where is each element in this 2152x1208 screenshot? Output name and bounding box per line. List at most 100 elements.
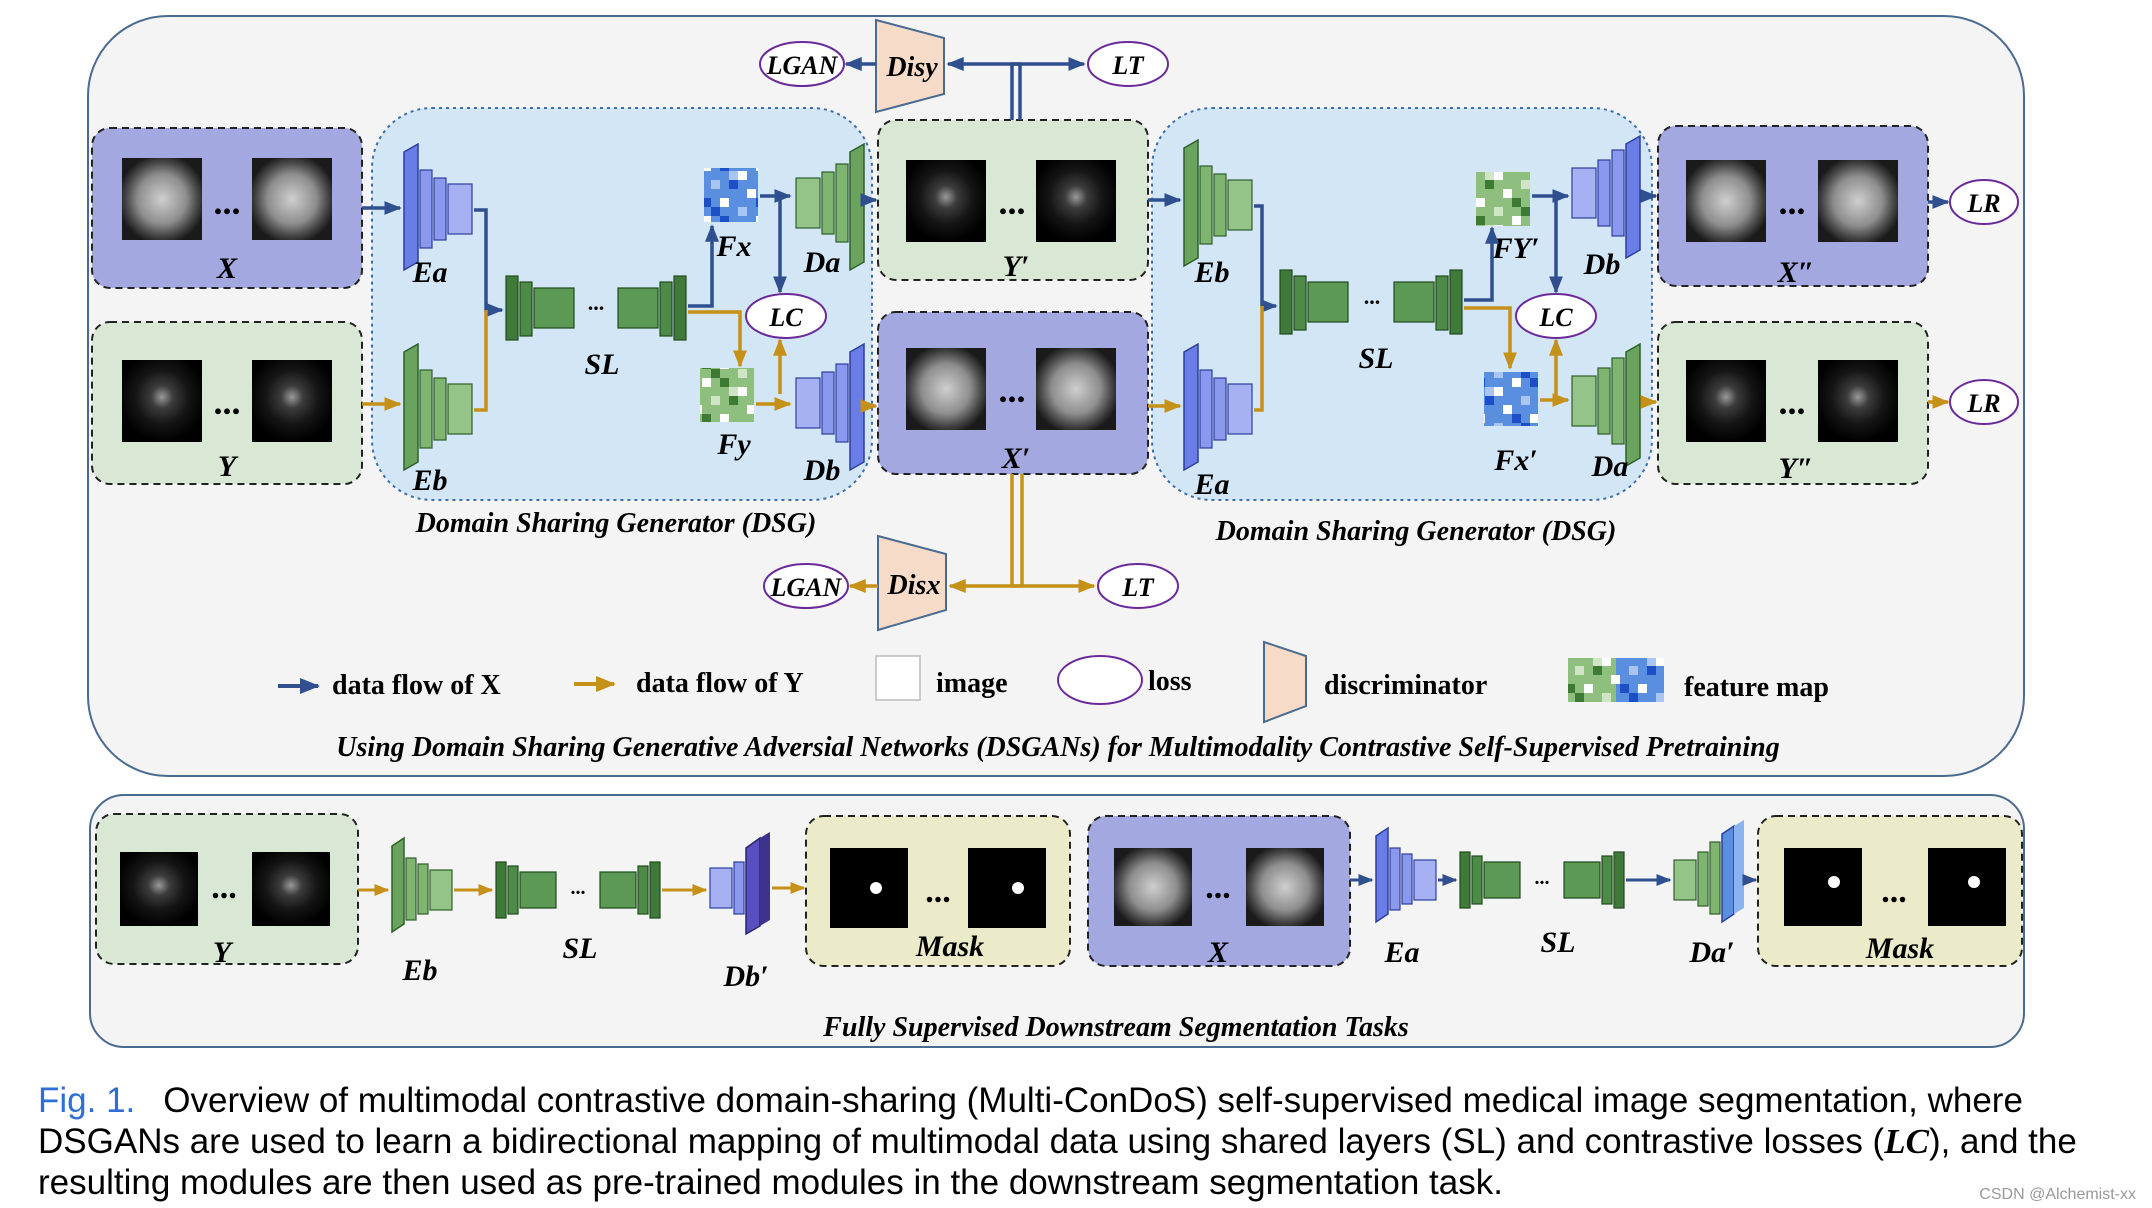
legend-discriminator: discriminator: [1324, 670, 1487, 701]
loss-lgan-top: LGAN: [759, 41, 845, 87]
ct-thumbnail: [1114, 848, 1192, 926]
ellipsis: ...: [211, 869, 237, 906]
label-ea: Ea: [1383, 936, 1419, 969]
mask-thumbnail: [968, 848, 1046, 928]
label-lgan: LGAN: [766, 51, 839, 80]
label-lgan: LGAN: [770, 573, 843, 602]
downstream-title: Fully Supervised Downstream Segmentation…: [822, 1012, 1409, 1043]
legend-loss: loss: [1148, 666, 1192, 697]
discriminator-dis-y: Disy: [875, 18, 945, 114]
loss-lt-bottom: LT: [1097, 563, 1179, 609]
label-sl: SL: [562, 932, 597, 965]
label-mask: Mask: [915, 930, 984, 963]
legend-image-swatch: [875, 655, 921, 701]
loss-lc-left: LC: [745, 293, 827, 339]
pet-thumbnail: [252, 360, 332, 442]
downstream-image-x: ... X: [1087, 815, 1351, 969]
caption-text-2: ), and the resulting modules are then us…: [38, 1122, 2077, 1202]
pet-thumbnail: [122, 360, 202, 442]
downstream-mask-x: ... Mask: [1757, 815, 2023, 967]
legend-flow-x: data flow of X: [332, 670, 501, 701]
pretrain-title: Using Domain Sharing Generative Adversia…: [336, 732, 1779, 763]
loss-lt-top: LT: [1087, 41, 1169, 87]
feature-map-fx-prime: [1484, 372, 1538, 426]
ellipsis: ...: [1881, 873, 1907, 910]
encoder-eb-right: Eb: [1183, 138, 1253, 289]
legend-feature-map-green: [1568, 658, 1616, 702]
dsg-title-left: Domain Sharing Generator (DSG): [415, 508, 817, 539]
legend-loss-swatch: [1057, 655, 1143, 705]
shared-layers-left: ... SL: [505, 275, 687, 381]
label-fy: Fy: [716, 428, 751, 461]
label-dis-y: Disy: [885, 52, 938, 83]
label-sl: SL: [584, 348, 619, 381]
image-box-y-prime: ... Y′: [877, 119, 1149, 283]
label-lt: LT: [1121, 573, 1154, 602]
decoder-da-right: Da: [1571, 342, 1641, 483]
label-lr: LR: [1966, 389, 2000, 418]
figure-caption: Fig. 1.Overview of multimodal contrastiv…: [38, 1080, 2088, 1203]
feature-map-fx: [704, 168, 758, 222]
image-box-x-dprime: ... X″: [1657, 125, 1929, 289]
discriminator-dis-x: Disx: [877, 534, 947, 632]
figure-number: Fig. 1.: [38, 1081, 136, 1120]
label-y: Y: [213, 936, 234, 969]
label-sl: SL: [1358, 342, 1393, 375]
ellipsis: ...: [1205, 869, 1231, 906]
downstream-decoder-da-prime: Da′: [1673, 820, 1744, 969]
label-lc: LC: [1538, 303, 1573, 332]
ct-thumbnail: [1818, 160, 1898, 242]
label-eb: Eb: [401, 954, 437, 987]
downstream-image-y: ... Y: [95, 813, 359, 969]
mask-thumbnail: [830, 848, 908, 928]
pet-thumbnail: [120, 852, 198, 926]
mask-thumbnail: [1928, 848, 2006, 926]
label-x-dprime: X″: [1777, 256, 1815, 289]
pet-thumbnail: [252, 852, 330, 926]
label-x: X: [216, 252, 238, 285]
downstream-encoder-eb: Eb: [391, 836, 453, 987]
label-db-prime: Db′: [722, 960, 768, 993]
legend-flow-y: data flow of Y: [636, 668, 804, 699]
downstream-shared-layers-y: ... SL: [495, 861, 661, 965]
decoder-db-right: Db: [1571, 134, 1641, 281]
downstream-arrows: [358, 874, 1758, 896]
ct-thumbnail: [252, 158, 332, 240]
legend-feature-map-blue: [1616, 658, 1664, 702]
ellipsis: ...: [588, 290, 605, 315]
label-da: Da: [1591, 450, 1629, 483]
ct-thumbnail: [122, 158, 202, 240]
encoder-eb-left: Eb: [403, 342, 473, 497]
loss-lgan-bottom: LGAN: [763, 563, 849, 609]
label-fx-prime: Fx′: [1493, 444, 1537, 477]
label-eb: Eb: [1193, 256, 1229, 289]
label-ea: Ea: [411, 256, 447, 289]
label-fy-prime: FY′: [1492, 232, 1540, 265]
legend-image: image: [936, 668, 1008, 699]
mask-thumbnail: [1784, 848, 1862, 926]
ct-thumbnail: [1246, 848, 1324, 926]
encoder-ea-left: Ea: [403, 142, 473, 289]
legend-discriminator-swatch: [1263, 640, 1307, 724]
ct-thumbnail: [906, 348, 986, 430]
downstream-shared-layers-x: ... SL: [1459, 851, 1625, 959]
encoder-ea-right: Ea: [1183, 342, 1253, 501]
legend-feature-map: feature map: [1684, 672, 1829, 703]
image-box-x: ... X: [91, 127, 363, 289]
image-box-y: ... Y: [91, 321, 363, 485]
label-fx: Fx: [715, 230, 751, 263]
downstream-decoder-db-prime: Db′: [709, 832, 770, 993]
ellipsis: ...: [571, 877, 586, 899]
decoder-da-left: Da: [795, 142, 865, 279]
ellipsis: ...: [999, 182, 1026, 222]
label-x: X: [1207, 936, 1229, 969]
loss-lr-top: LR: [1949, 179, 2019, 225]
label-da-prime: Da′: [1688, 936, 1734, 969]
label-y-dprime: Y″: [1779, 452, 1814, 485]
image-box-x-prime: ... X′: [877, 311, 1149, 475]
decoder-db-left: Db: [795, 342, 865, 487]
label-dis-x: Disx: [887, 570, 941, 601]
dsg-title-right: Domain Sharing Generator (DSG): [1215, 516, 1617, 547]
label-x-prime: X′: [1001, 442, 1030, 475]
